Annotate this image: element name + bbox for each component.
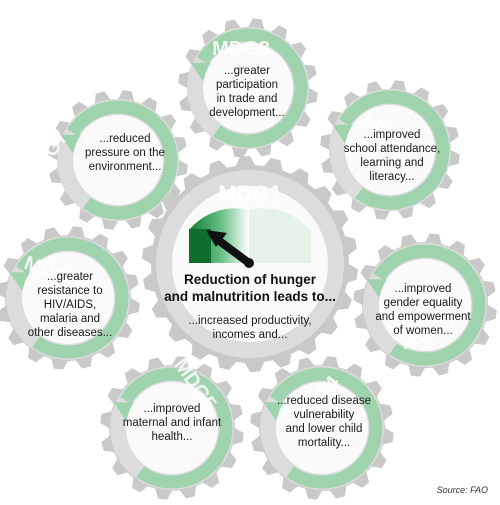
gauge-arc-right xyxy=(249,208,311,263)
circular-arrow-icon xyxy=(270,367,383,489)
gear-mdg5 xyxy=(100,356,244,500)
gear-hub xyxy=(379,259,471,351)
gear-text-mdg4: ...reduced disease vulnerability and low… xyxy=(277,395,371,449)
gear-label-mdg8: MDG8 xyxy=(212,38,270,60)
circular-arrow-icon xyxy=(67,100,178,220)
gear-mdg3 xyxy=(353,233,497,377)
circular-arrow-icon xyxy=(373,244,486,366)
gear-hub xyxy=(276,382,368,474)
gear-mdg4 xyxy=(250,356,394,500)
gear-hub xyxy=(126,382,218,474)
center-subtext: ...increased productivity, incomes and..… xyxy=(188,315,312,341)
gear-label-mdg1: MDG1 xyxy=(218,181,282,206)
needle-arrow-icon xyxy=(206,230,254,268)
gauge-icon xyxy=(189,208,311,268)
center-heading: Reduction of hunger and malnutrition lea… xyxy=(164,272,336,304)
source-credit: Source: FAO xyxy=(436,485,488,495)
gear-text-mdg3: ...improved gender equality and empowerm… xyxy=(375,283,471,337)
gear-hub xyxy=(73,115,163,205)
circular-arrow-icon xyxy=(16,237,129,359)
gear-mdg2 xyxy=(320,80,460,220)
gear-hub xyxy=(345,105,435,195)
gear-hub xyxy=(22,252,114,344)
circular-arrow-icon xyxy=(197,28,308,148)
gear-hub xyxy=(203,43,293,133)
gear-text-mdg7: ...reduced pressure on the environment..… xyxy=(85,133,165,173)
gear-mdg6 xyxy=(0,226,140,370)
gear-mdg8 xyxy=(178,18,318,158)
circular-arrow-icon xyxy=(339,90,450,210)
gear-text-mdg2: ...improved school attendance, learning … xyxy=(343,129,441,183)
gear-text-mdg5: ...improved maternal and infant health..… xyxy=(122,403,222,443)
gear-text-mdg8: ...greater participation in trade and de… xyxy=(209,65,285,119)
gear-mdg7 xyxy=(48,90,188,230)
gear-text-mdg6: ...greater resistance to HIV/AIDS, malar… xyxy=(27,271,113,339)
circular-arrow-icon xyxy=(120,367,233,489)
gauge-dark-block xyxy=(189,229,211,263)
